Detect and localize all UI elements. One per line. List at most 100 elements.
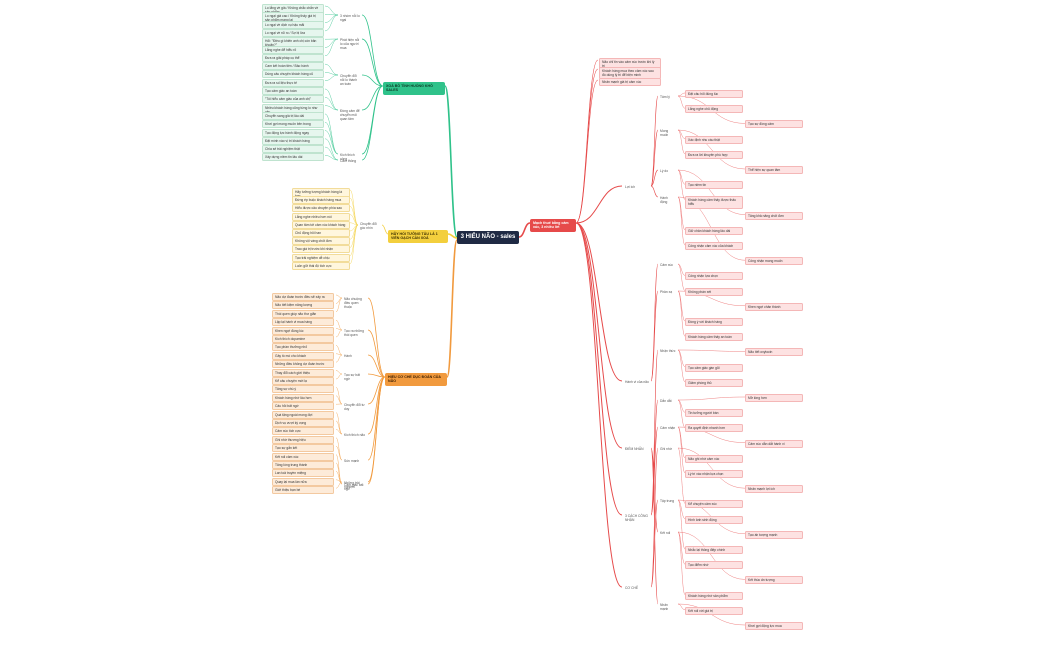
red-leaf[interactable]: Não ghi nhớ cảm xúc <box>685 454 743 463</box>
red-sub[interactable]: Kết nối <box>660 531 671 535</box>
red-leaf[interactable]: Không phán xét <box>685 287 743 296</box>
red-leaf[interactable]: Khen ngợi chân thành <box>745 302 803 311</box>
red-node[interactable]: Lợi ích <box>625 185 636 189</box>
orange-leaf[interactable]: Ghi nhớ thương hiệu <box>272 435 334 444</box>
red-sub[interactable]: Cảm xúc <box>660 263 674 267</box>
yellow-leaf[interactable]: Luôn giữ thái độ tích cực <box>292 261 350 270</box>
red-leaf[interactable]: Đồng ý với khách hàng <box>685 318 743 327</box>
green-node[interactable]: Kích thích cộng <box>340 153 355 162</box>
branch-green-title[interactable]: XOÁ BỎ TÌNH HUỐNG KHÓ SALES <box>383 82 445 95</box>
orange-node[interactable]: Não chuộng điều quen thuộc <box>344 297 362 310</box>
red-leaf[interactable]: Khách hàng nhớ sản phẩm <box>685 591 743 600</box>
green-leaf[interactable]: Tạo cảm giác an toàn <box>262 87 324 96</box>
red-leaf[interactable]: Thể hiện sự quan tâm <box>745 166 803 175</box>
yellow-node[interactable]: Chuyển đổi góc nhìn <box>360 222 377 231</box>
green-node[interactable]: Chuyển đổi nỗi lo thành an toàn <box>340 74 358 87</box>
red-leaf[interactable]: Tạo điểm nhớ <box>685 561 743 570</box>
green-leaf[interactable]: Dùng câu chuyện khách hàng cũ <box>262 70 324 79</box>
root-node[interactable]: 3 HIỂU NÃO - sales <box>457 231 519 244</box>
green-leaf[interactable]: Lo ngại về rủi ro / Sợ bị lừa <box>262 28 324 37</box>
red-leaf[interactable]: Kể chuyện cảm xúc <box>685 500 743 509</box>
orange-node[interactable]: Tạo sự bất ngờ <box>344 373 360 382</box>
orange-leaf[interactable]: Tăng lòng trung thành <box>272 461 334 470</box>
green-leaf[interactable]: Lắng nghe để hiểu rõ <box>262 45 324 54</box>
red-node[interactable]: 3 CÁCH CÔNG NHẬN <box>625 514 648 523</box>
yellow-leaf[interactable]: Tạo trải nghiệm dễ chịu <box>292 253 350 262</box>
orange-node[interactable]: Những trải nghiệm <box>344 481 360 490</box>
branch-red-title[interactable]: Mạch thuế bằng cảm xúc, 3 nhiều lời <box>530 219 576 232</box>
green-leaf[interactable]: Khơi gợi mong muốn bên trong <box>262 120 324 129</box>
green-leaf[interactable]: Chuyển sang giá trị lâu dài <box>262 111 324 120</box>
orange-leaf[interactable]: Kết nối cảm xúc <box>272 452 334 461</box>
red-leaf[interactable]: Tạo niềm tin <box>685 181 743 190</box>
red-sub[interactable]: Tâm lý <box>660 95 670 99</box>
orange-leaf[interactable]: Não tiết kiệm năng lượng <box>272 301 334 310</box>
green-node[interactable]: Cảm thông <box>340 159 357 163</box>
orange-leaf[interactable]: Quà tặng ngoài mong đợi <box>272 410 334 419</box>
red-leaf[interactable]: Nhắc lại thông điệp chính <box>685 546 743 555</box>
red-leaf[interactable]: Công nhận mong muốn <box>745 257 803 266</box>
orange-leaf[interactable]: Khách hàng nhớ lâu hơn <box>272 393 334 402</box>
orange-leaf[interactable]: Những điều không dự đoán trước <box>272 360 334 369</box>
red-leaf[interactable]: Cảm xúc dẫn dắt hành vi <box>745 439 803 448</box>
red-sub[interactable]: Hành động <box>660 196 668 205</box>
orange-node[interactable]: Hành <box>344 354 352 358</box>
red-leaf[interactable]: Giảm phòng thủ <box>685 378 743 387</box>
orange-leaf[interactable]: Não dự đoán trước điều sẽ xảy ra <box>272 293 334 302</box>
green-leaf[interactable]: Cam kết hoàn tiền / Bảo hành <box>262 62 324 71</box>
red-sub[interactable]: Mong muốn <box>660 129 669 138</box>
green-leaf[interactable]: Chia sẻ trải nghiệm thật <box>262 145 324 154</box>
orange-leaf[interactable]: Dịch vụ vượt kỳ vọng <box>272 419 334 428</box>
green-node[interactable]: Phát hiện nỗi lo của người mua <box>340 38 360 51</box>
red-sub[interactable]: Nhấn mạnh <box>660 603 669 612</box>
orange-node[interactable]: Tạo ra những thói quen <box>344 329 364 338</box>
orange-node[interactable]: Cảm giác bất ngờ <box>344 483 364 492</box>
yellow-leaf[interactable]: Lắng nghe nhiều hơn nói <box>292 212 350 221</box>
yellow-leaf[interactable]: Quan tâm tới cảm xúc khách hàng <box>292 220 350 229</box>
red-leaf[interactable]: Giữ chân khách hàng lâu dài <box>685 226 743 235</box>
red-leaf[interactable]: Mở lòng hơn <box>745 394 803 403</box>
orange-leaf[interactable]: Kích thích dopamine <box>272 335 334 344</box>
yellow-leaf[interactable]: Không vội vàng chốt đơn <box>292 237 350 246</box>
red-node[interactable]: CƠ CHẾ <box>625 586 639 590</box>
yellow-leaf[interactable]: Chủ động hỏi han <box>292 229 350 238</box>
orange-leaf[interactable]: Tạo sự gắn kết <box>272 444 334 453</box>
red-leaf[interactable]: Kết nối với giá trị <box>685 606 743 615</box>
orange-leaf[interactable]: Câu hỏi bất ngờ <box>272 402 334 411</box>
red-leaf[interactable]: Khách hàng cảm thấy an toàn <box>685 333 743 342</box>
red-leaf[interactable]: Ra quyết định nhanh hơn <box>685 424 743 433</box>
green-leaf[interactable]: "Tôi hiểu cảm giác của anh chị" <box>262 95 324 104</box>
orange-leaf[interactable]: Tăng sự chú ý <box>272 385 334 394</box>
red-leaf[interactable]: Tạo sự đồng cảm <box>745 120 803 129</box>
red-sub[interactable]: Phản xạ <box>660 290 673 294</box>
red-leaf[interactable]: Xác định nhu cầu thật <box>685 135 743 144</box>
branch-orange-title[interactable]: HIỂU CƠ CHẾ DỤC ĐOÁN CỦA NÃO <box>385 373 447 386</box>
red-leaf[interactable]: Não tiết oxytocin <box>745 348 803 357</box>
red-node[interactable]: ĐIỂM NHẤN <box>625 447 644 451</box>
orange-node[interactable]: Sức mạnh <box>344 459 360 463</box>
orange-leaf[interactable]: Lặp lại hành vi mua hàng <box>272 318 334 327</box>
red-leaf[interactable]: Nhấn mạnh lợi ích <box>745 485 803 494</box>
red-leaf[interactable]: Đưa ra lời khuyên phù hợp <box>685 150 743 159</box>
orange-leaf[interactable]: Thay đổi cách giới thiệu <box>272 368 334 377</box>
red-leaf[interactable]: Tạo cảm giác gần gũi <box>685 363 743 372</box>
orange-leaf[interactable]: Kể câu chuyện mới lạ <box>272 377 334 386</box>
red-leaf[interactable]: Tin tưởng người bán <box>685 409 743 418</box>
branch-yellow-title[interactable]: HÃY HỐI TƯỞNG TÂU LÀ 1 VIÊN GẠCH CẦN XOÁ <box>388 230 448 243</box>
orange-leaf[interactable]: Tạo phần thưởng nhỏ <box>272 343 334 352</box>
orange-leaf[interactable]: Gây tò mò cho khách <box>272 351 334 360</box>
red-leaf[interactable]: Tăng khả năng chốt đơn <box>745 211 803 220</box>
green-leaf[interactable]: Lo ngại về dịch vụ hậu mãi <box>262 20 324 29</box>
red-leaf[interactable]: Tạo ấn tượng mạnh <box>745 530 803 539</box>
green-node[interactable]: 3 nhóm nỗi lo ngại <box>340 14 360 23</box>
red-leaf[interactable]: Lắng nghe chủ động <box>685 105 743 114</box>
orange-leaf[interactable]: Lan toả truyền miệng <box>272 469 334 478</box>
yellow-leaf[interactable]: Đừng ép buộc khách hàng mua <box>292 196 350 205</box>
orange-leaf[interactable]: Cảm xúc tích cực <box>272 427 334 436</box>
green-leaf[interactable]: Đưa ra giải pháp cụ thể <box>262 53 324 62</box>
orange-leaf[interactable]: Thói quen giúp não thư giãn <box>272 309 334 318</box>
red-sub[interactable]: Lý do <box>660 169 669 173</box>
orange-leaf[interactable]: Giới thiệu bạn bè <box>272 486 334 495</box>
red-sub[interactable]: Dẫn dắt <box>660 399 672 403</box>
red-leaf[interactable]: Khơi gợi động lực mua <box>745 622 803 631</box>
